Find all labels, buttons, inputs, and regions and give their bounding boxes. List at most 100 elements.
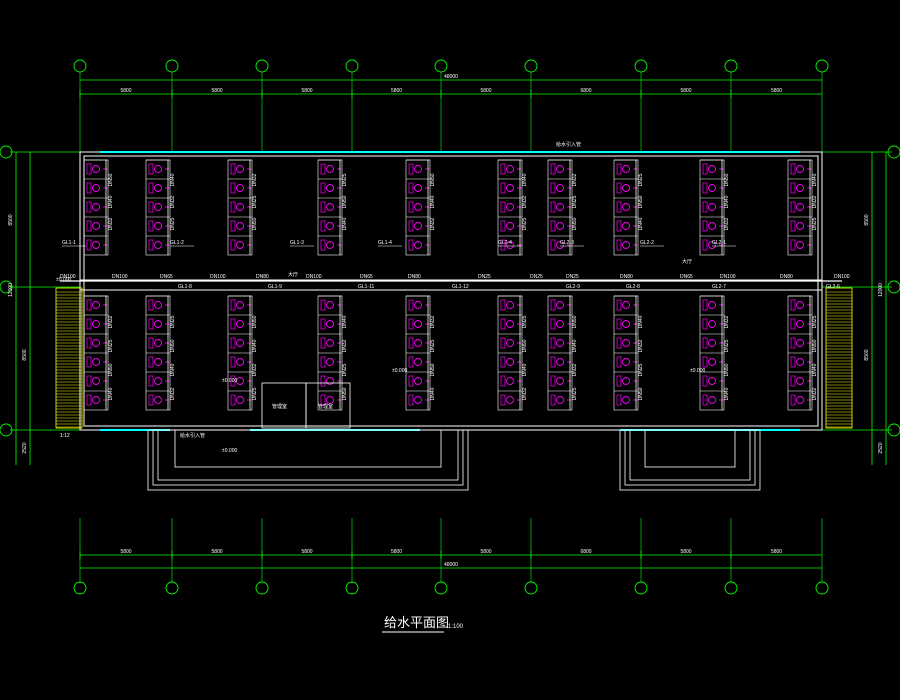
toilet-fixture: [326, 222, 334, 230]
pipe-size-label: DN50: [724, 173, 730, 186]
toilet-fixture: [708, 339, 716, 347]
toilet-fixture: [708, 165, 716, 173]
axis-bubble-top: [165, 59, 179, 73]
pipe-size-label: DN32: [430, 217, 436, 230]
toilet-fixture: [506, 396, 514, 404]
toilet-fixture: [414, 320, 422, 328]
fixture-tank: [408, 239, 414, 251]
pipe-size-label: DN40: [724, 195, 730, 208]
pipe-size-label: DN50: [572, 315, 578, 328]
axis-grid-right: [887, 145, 900, 437]
toilet-fixture: [556, 222, 564, 230]
fixture-tank: [702, 163, 708, 175]
fixture-tank: [86, 201, 92, 213]
fixture-tank: [230, 220, 236, 232]
pipe-size-label: DN25: [530, 274, 543, 280]
fixture-tank: [790, 239, 796, 251]
fixture-tank: [86, 239, 92, 251]
fixture-tank: [408, 394, 414, 406]
toilet-fixture: [154, 184, 162, 192]
pipe-size-label: DN25: [430, 339, 436, 352]
toilet-fixture: [556, 165, 564, 173]
pipe-size-label: DN40: [572, 339, 578, 352]
fixture-tank: [500, 182, 506, 194]
elevation-mark-1: ±0.000: [222, 378, 237, 384]
corridor-label-2: 大厅: [682, 258, 692, 265]
fixture-tank: [230, 337, 236, 349]
pipe-size-label: DN32: [572, 173, 578, 186]
pipe-size-label: DN40: [812, 363, 818, 376]
fixture-tank: [86, 182, 92, 194]
elevation-mark-2: ±0.000: [392, 368, 407, 374]
fixture-tank: [790, 182, 796, 194]
toilet-fixture-blocks: [83, 159, 813, 411]
fixture-tank: [616, 239, 622, 251]
axis-bubble-top: [634, 59, 648, 73]
toilet-fixture: [154, 165, 162, 173]
fixture-tank: [320, 201, 326, 213]
fixture-tank: [616, 356, 622, 368]
toilet-fixture: [622, 184, 630, 192]
toilet-fixture: [506, 222, 514, 230]
pipe-size-label: DN25: [522, 217, 528, 230]
fixture-tank: [790, 375, 796, 387]
fixture-tank: [408, 337, 414, 349]
right-dim-4: 2520: [878, 442, 884, 453]
fixture-tank: [230, 201, 236, 213]
pipe-size-label: DN32: [170, 195, 176, 208]
pipe-size-label: DN100: [210, 274, 226, 280]
fixture-tank: [230, 239, 236, 251]
pipe-size-label: DN32: [638, 339, 644, 352]
bay-dimension-top: 5800: [301, 88, 312, 94]
pipe-size-label: DN25: [170, 217, 176, 230]
fixture-tank: [702, 201, 708, 213]
pipe-size-label: DN50: [108, 173, 114, 186]
riser-label: GL1-4: [378, 240, 392, 246]
fixture-tank: [550, 163, 556, 175]
pipe-size-label: DN65: [160, 274, 173, 280]
elevation-mark-4: ±0.000: [222, 448, 237, 454]
toilet-fixture: [236, 184, 244, 192]
toilet-fixture: [326, 377, 334, 385]
fixture-tank: [550, 182, 556, 194]
fixture-tank: [500, 163, 506, 175]
pipe-size-label: DN50: [724, 363, 730, 376]
pipe-size-label: DN40: [430, 387, 436, 400]
pipe-size-label: DN50: [252, 315, 258, 328]
toilet-fixture: [506, 377, 514, 385]
bay-dimension-top: 5800: [391, 88, 402, 94]
pipe-size-label: DN50: [522, 339, 528, 352]
toilet-fixture: [622, 203, 630, 211]
axis-grid-bottom: [73, 518, 829, 595]
bay-dimension-bottom: 5800: [211, 549, 222, 555]
bay-dimension-top: 6800: [580, 88, 591, 94]
pipe-size-label: DN25: [638, 363, 644, 376]
fixture-tank: [550, 220, 556, 232]
fixture-tank: [616, 318, 622, 330]
toilet-fixture: [326, 241, 334, 249]
fixture-tank: [500, 201, 506, 213]
toilet-fixture: [622, 339, 630, 347]
toilet-fixture: [556, 241, 564, 249]
pipe-size-label: DN40: [170, 363, 176, 376]
toilet-fixture: [506, 184, 514, 192]
pipe-size-label: DN100: [60, 274, 76, 280]
fixture-tank: [702, 299, 708, 311]
fixture-tank: [790, 337, 796, 349]
pipe-size-label: DN25: [342, 363, 348, 376]
pipe-size-label: DN50: [170, 339, 176, 352]
pipe-size-label: DN80: [780, 274, 793, 280]
toilet-fixture: [796, 241, 804, 249]
elevation-mark-3: ±0.000: [690, 368, 705, 374]
fixture-tank: [550, 318, 556, 330]
toilet-fixture: [796, 358, 804, 366]
toilet-fixture: [796, 222, 804, 230]
axis-grid-top: [73, 59, 829, 152]
toilet-fixture: [154, 358, 162, 366]
pipe-size-label: DN50: [812, 339, 818, 352]
fixture-tank: [320, 239, 326, 251]
toilet-fixture: [236, 377, 244, 385]
fixture-tank: [148, 394, 154, 406]
